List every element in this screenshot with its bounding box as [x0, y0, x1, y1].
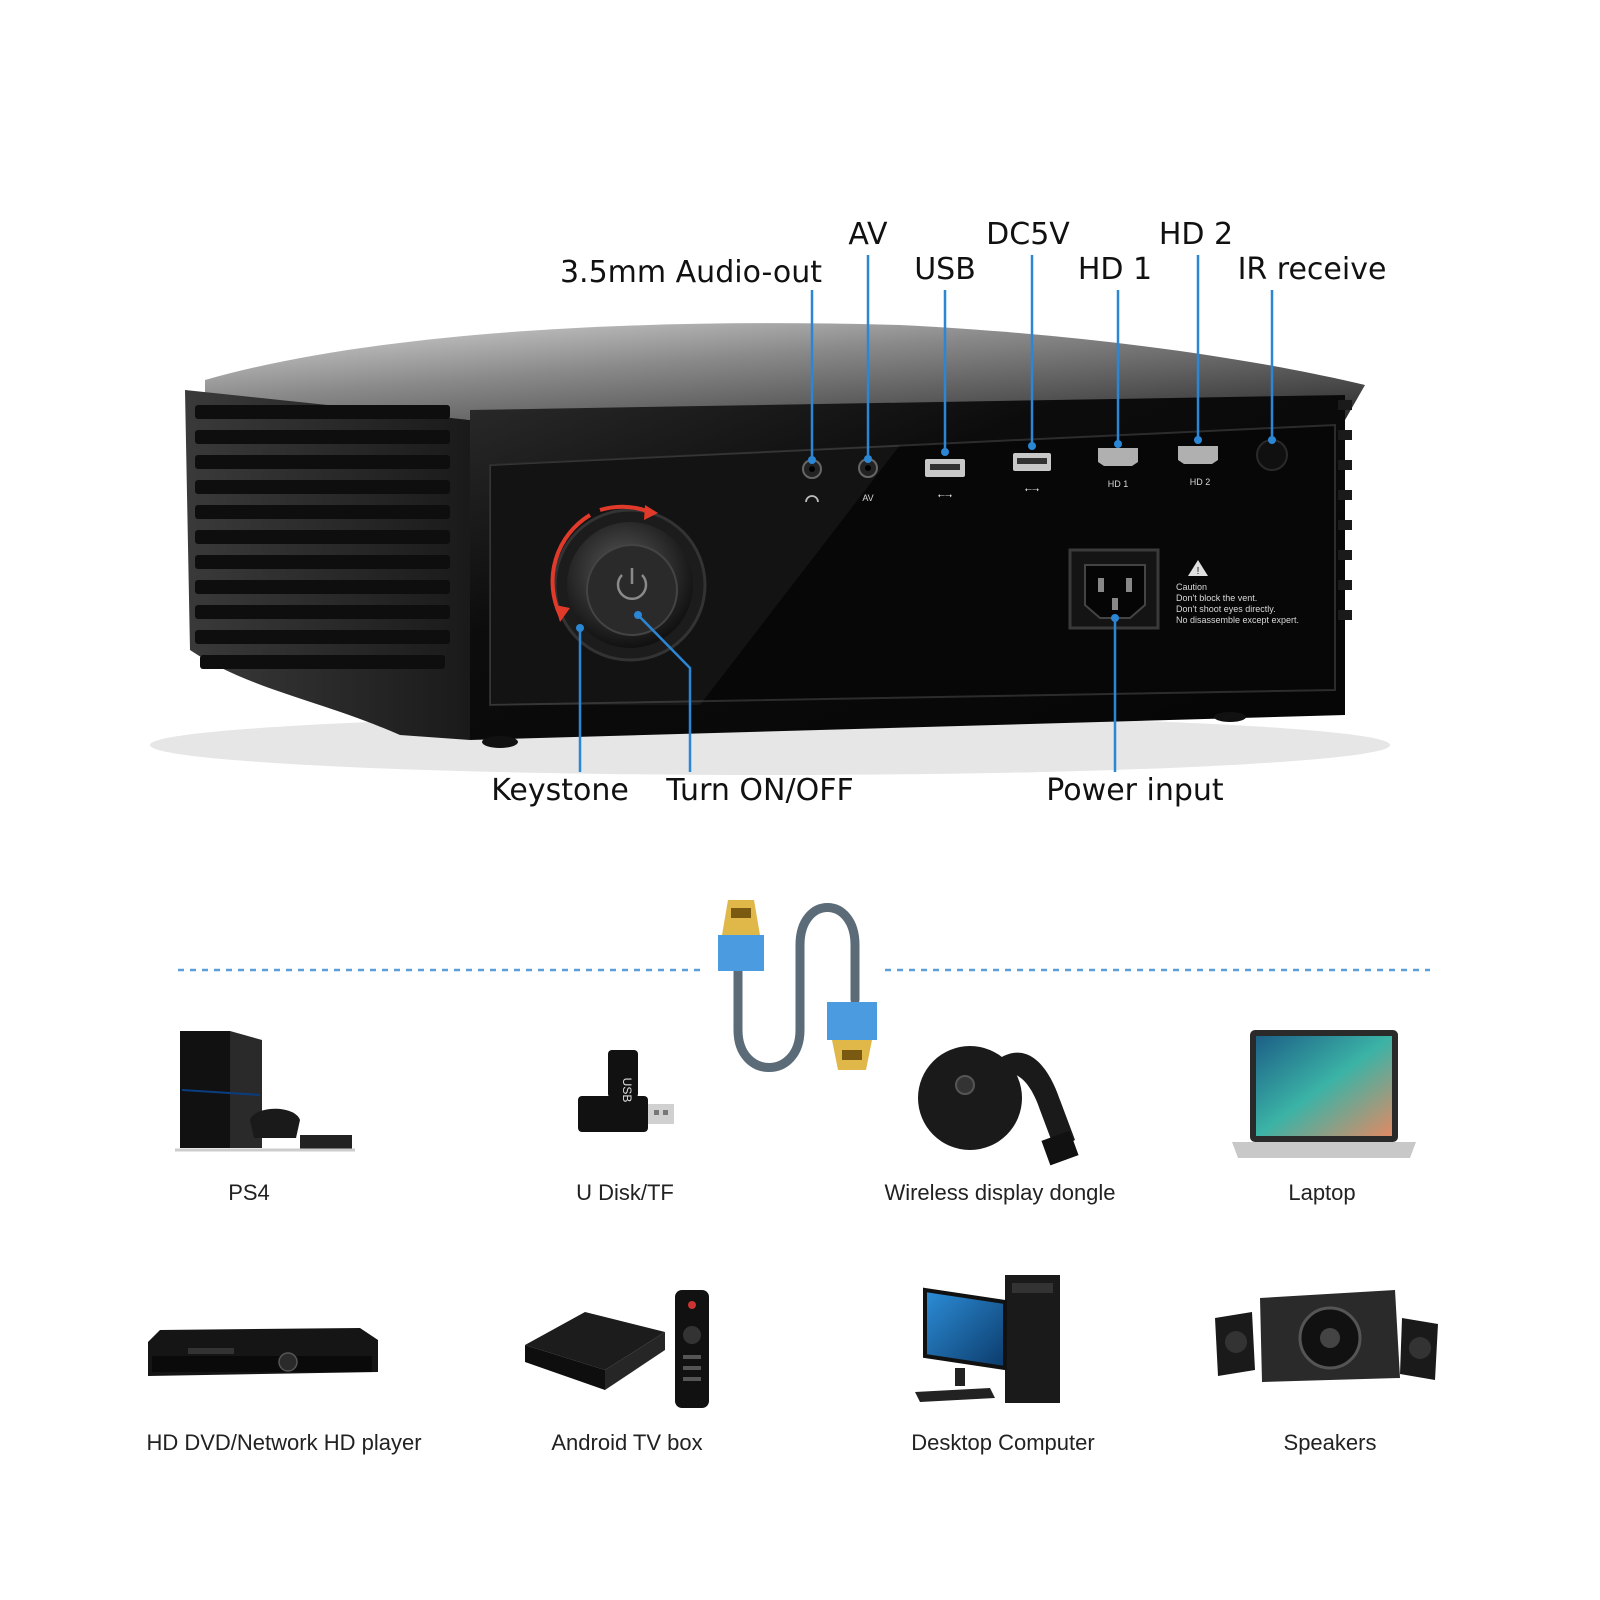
keystone-knob[interactable]: [550, 504, 707, 662]
caution-label: ! Caution Don't block the vent. Don't sh…: [1176, 560, 1299, 625]
label-hd2: HD 2: [1159, 217, 1233, 252]
power-button-icon[interactable]: [616, 568, 648, 601]
device-dongle: [918, 1046, 1079, 1166]
label-hd1: HD 1: [1078, 252, 1152, 287]
projector: AV ⭠⭢ ⭠⭢ HD 1 HD 2: [150, 323, 1390, 775]
keystone-arrow-icon: [550, 513, 592, 616]
ir-receiver: [1256, 439, 1288, 471]
label-turn-on-off: Turn ON/OFF: [665, 773, 853, 808]
label-dc5v: DC5V: [986, 217, 1070, 252]
caution-title: Caution: [1176, 582, 1207, 592]
usb-port: ⭠⭢: [925, 459, 965, 500]
av-jack: AV: [858, 458, 878, 503]
dc5v-port: ⭠⭢: [1013, 453, 1051, 494]
caution-line-3: No disassemble except expert.: [1176, 615, 1299, 625]
hdmi-cable-icon: [718, 900, 877, 1072]
audio-jack: [802, 459, 822, 503]
label-keystone: Keystone: [491, 773, 629, 808]
device-tv-box: [525, 1290, 709, 1408]
caution-line-2: Don't shoot eyes directly.: [1176, 604, 1276, 614]
usb-symbol-icon: ⭠⭢: [1025, 484, 1039, 494]
hd1-panel-mark: HD 1: [1108, 479, 1129, 489]
usb-stick-mark: USB: [620, 1078, 634, 1103]
power-inlet: [1068, 548, 1160, 630]
label-dvd: HD DVD/Network HD player: [146, 1430, 421, 1455]
label-ps4: PS4: [228, 1180, 270, 1205]
label-usb: USB: [914, 252, 976, 287]
av-panel-mark: AV: [862, 493, 873, 503]
label-ir-receive: IR receive: [1238, 252, 1387, 287]
label-power-input: Power input: [1046, 773, 1224, 808]
device-usb-stick: USB: [578, 1050, 674, 1132]
device-speakers: [1215, 1290, 1438, 1382]
front-panel: [489, 423, 1336, 707]
hdmi2-port: HD 2: [1178, 446, 1218, 487]
headphone-icon: [805, 495, 819, 503]
device-ps4: [175, 1031, 355, 1152]
label-udisk: U Disk/TF: [576, 1180, 674, 1205]
label-dongle: Wireless display dongle: [884, 1180, 1115, 1205]
callout-lines: [576, 255, 1276, 772]
svg-text:!: !: [1197, 566, 1200, 577]
usb-symbol-icon: ⭠⭢: [938, 490, 952, 500]
caution-line-1: Don't block the vent.: [1176, 593, 1257, 603]
projector-top: [205, 323, 1365, 420]
device-dvd-player: [148, 1328, 378, 1376]
label-speakers: Speakers: [1284, 1430, 1377, 1455]
device-laptop: [1232, 1030, 1416, 1158]
vent-grille: [195, 405, 450, 669]
device-desktop: [915, 1275, 1060, 1403]
hdmi1-port: HD 1: [1098, 448, 1138, 489]
warning-icon: [1188, 560, 1208, 576]
label-desktop: Desktop Computer: [911, 1430, 1094, 1455]
label-tvbox: Android TV box: [551, 1430, 702, 1455]
label-av: AV: [848, 217, 888, 252]
hd2-panel-mark: HD 2: [1190, 477, 1211, 487]
label-laptop: Laptop: [1288, 1180, 1355, 1205]
callout-labels: 3.5mm Audio-out AV USB DC5V HD 1 HD 2 IR…: [491, 217, 1386, 808]
label-audio-out: 3.5mm Audio-out: [560, 255, 822, 290]
